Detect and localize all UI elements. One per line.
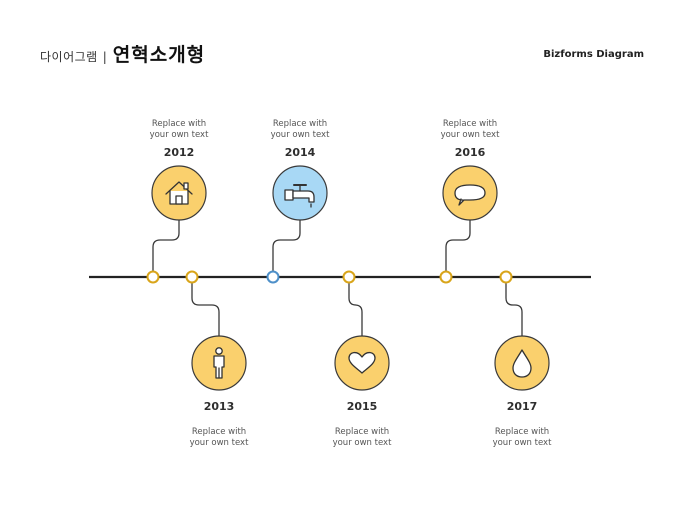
event-description-line1: Replace with: [152, 119, 206, 129]
event-year: 2017: [507, 400, 538, 413]
event-description-line2: your own text: [493, 438, 552, 448]
person-icon: [213, 347, 225, 379]
event-description-line2: your own text: [441, 130, 500, 140]
event-description-line1: Replace with: [495, 427, 549, 437]
timeline-dot: [266, 270, 280, 284]
water-drop-icon: [512, 349, 532, 378]
page-title: 연혁소개형: [112, 44, 206, 66]
faucet-icon: [284, 184, 315, 208]
event-year: 2016: [455, 146, 486, 159]
event-description-line2: your own text: [271, 130, 330, 140]
event-description-line1: Replace with: [192, 427, 246, 437]
timeline-dot: [439, 270, 453, 284]
connector-line: [445, 220, 471, 271]
event-year: 2012: [164, 146, 195, 159]
event-year: 2015: [347, 400, 378, 413]
event-description-line2: your own text: [190, 438, 249, 448]
event-description-line1: Replace with: [273, 119, 327, 129]
event-description-line1: Replace with: [443, 119, 497, 129]
connector-line: [272, 220, 301, 271]
header-separator: |: [102, 50, 107, 64]
connector-line: [505, 283, 523, 336]
header-left: 다이어그램 | 연혁소개형: [40, 40, 205, 67]
connector-line: [348, 283, 363, 336]
event-year: 2013: [204, 400, 235, 413]
event-description-line2: your own text: [150, 130, 209, 140]
timeline-dot: [499, 270, 513, 284]
heart-icon: [348, 351, 376, 374]
brand-label: Bizforms Diagram: [543, 49, 644, 60]
connector-line: [191, 283, 220, 336]
speech-bubble-icon: [454, 184, 486, 206]
header-subtitle: 다이어그램: [40, 50, 98, 64]
connector-line: [152, 220, 180, 271]
timeline-dot: [185, 270, 199, 284]
event-description-line1: Replace with: [335, 427, 389, 437]
event-description-line2: your own text: [333, 438, 392, 448]
timeline-dot: [342, 270, 356, 284]
event-year: 2014: [285, 146, 316, 159]
house-icon: [165, 181, 193, 205]
timeline-dot: [146, 270, 160, 284]
connectors: [152, 220, 523, 336]
